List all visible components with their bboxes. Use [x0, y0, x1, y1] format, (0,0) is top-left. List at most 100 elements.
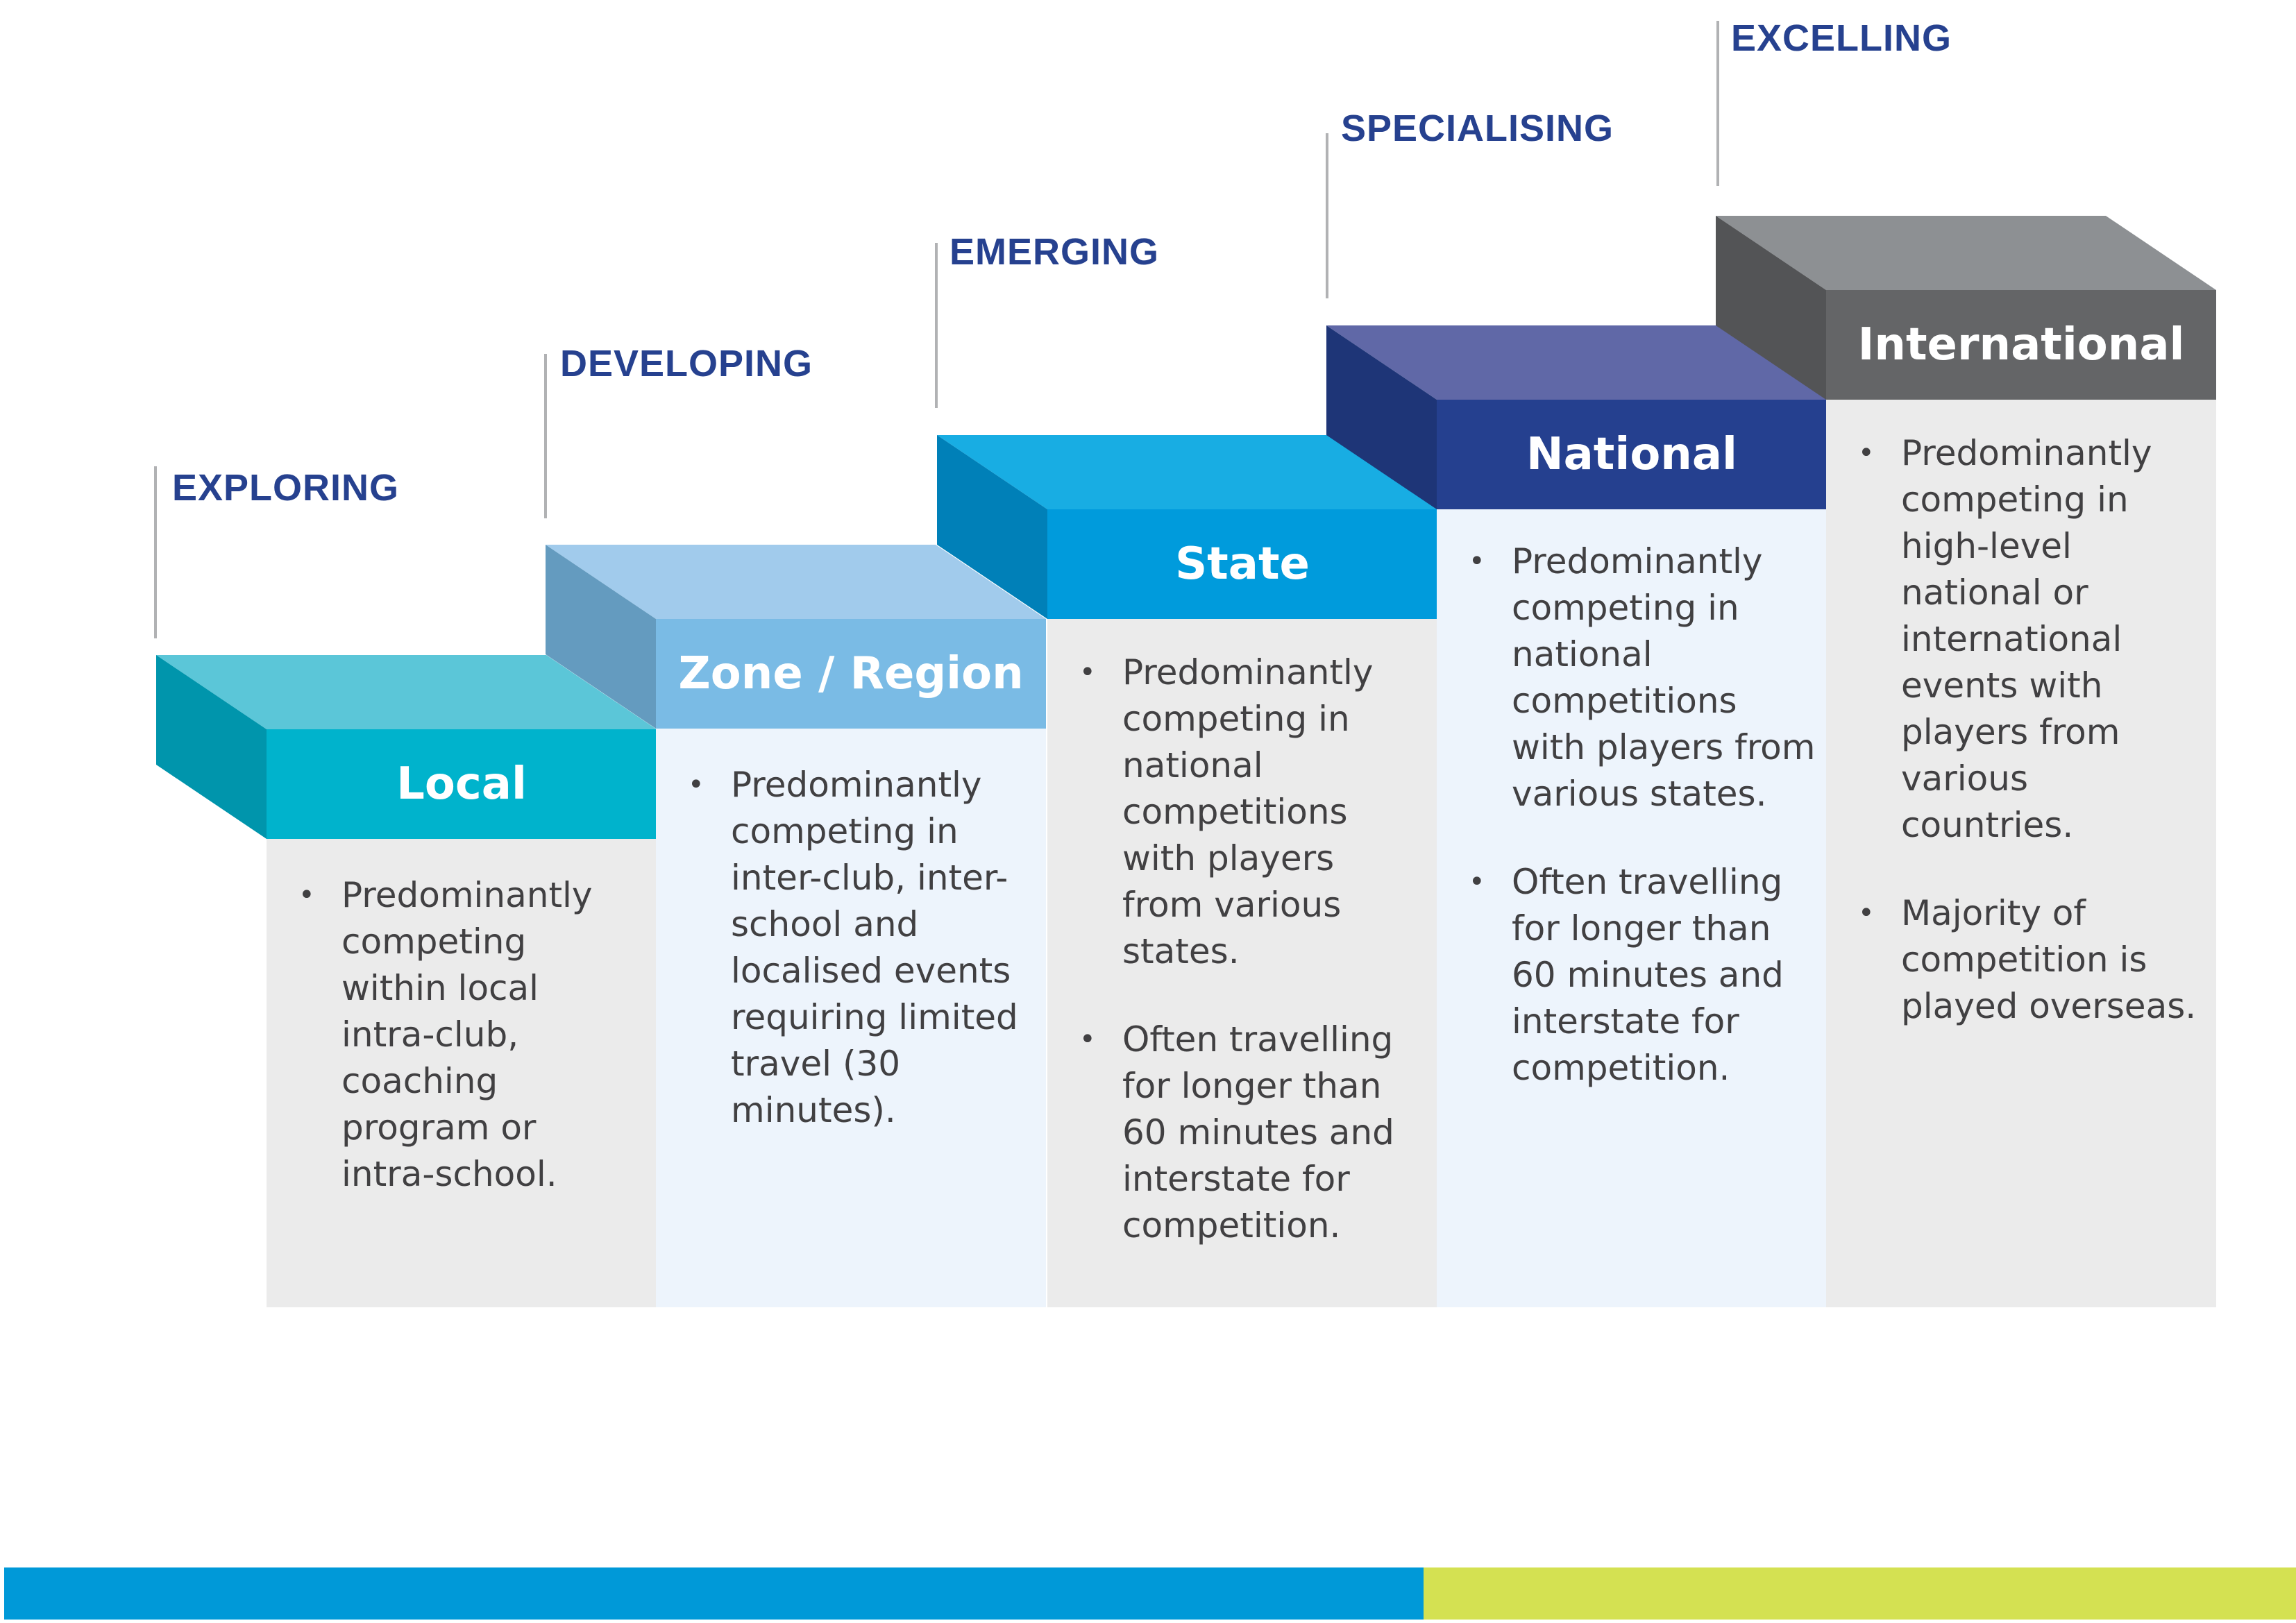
bullet-text-line: countries.: [1901, 805, 2074, 845]
bullet-text-line: with players: [1122, 838, 1335, 878]
level-description-local: • Predominantly competing within local intra…: [285, 872, 647, 1239]
bullet-text-line: competitions: [1122, 792, 1348, 832]
bullet-text-line: competition is: [1901, 940, 2147, 980]
level-description-state: • Predominantly competing in national compet…: [1065, 649, 1428, 1291]
bullet-text-line: Predominantly: [731, 765, 982, 805]
bullet-icon: •: [1469, 545, 1485, 577]
bullet-text-line: high-level: [1901, 526, 2072, 566]
block-top-zone-region: [546, 545, 1046, 619]
footer-bar-blue: [4, 1567, 1424, 1620]
stage-label-excelling: EXCELLING: [1731, 17, 1952, 59]
stage-divider-developing: [544, 354, 547, 518]
bullet-text-line: Predominantly: [1901, 433, 2152, 473]
block-front-state: [1047, 509, 1437, 619]
bullet-text-line: requiring limited: [731, 997, 1018, 1037]
block-side-local: [156, 655, 267, 839]
bullet-text-line: for longer than: [1122, 1066, 1382, 1106]
bullet-text-line: within local: [341, 968, 539, 1008]
bullet-text-line: competing in: [1901, 479, 2129, 520]
footer-bar-green: [1424, 1567, 2296, 1620]
level-title-international: International: [1857, 319, 2185, 371]
bullet-text-line: school and: [731, 904, 919, 944]
bullet-icon: •: [1079, 656, 1096, 688]
bullet-icon: •: [1079, 1023, 1096, 1055]
bullet-text-line: various: [1901, 758, 2029, 799]
bullet-text-line: localised events: [731, 951, 1011, 991]
bullet-text-line: competition.: [1122, 1205, 1341, 1246]
level-body-state: [1047, 619, 1437, 1307]
stage-divider-emerging: [935, 243, 938, 408]
block-front-international: [1826, 290, 2216, 400]
bullet-text-line: Often travelling: [1512, 862, 1783, 902]
bullet-item: • Predominantly competing in national compet…: [1065, 649, 1428, 975]
stage-divider-exploring: [154, 466, 157, 638]
level-title-local: Local: [396, 758, 527, 810]
bullet-text-line: 60 minutes and: [1512, 955, 1784, 995]
block-side-state: [937, 435, 1047, 619]
bullet-icon: •: [1858, 897, 1875, 929]
bullet-icon: •: [298, 879, 315, 911]
bullet-text-line: travel (30: [731, 1044, 901, 1084]
bullet-text-line: events with: [1901, 665, 2103, 706]
bullet-icon: •: [1858, 437, 1875, 469]
block-front-zone-region: [656, 619, 1046, 729]
bullet-text-line: various states.: [1512, 774, 1767, 814]
bullet-text-line: Predominantly: [341, 875, 593, 915]
bullet-text-line: from various: [1122, 885, 1342, 925]
bullet-text-line: played overseas.: [1901, 986, 2197, 1026]
bullet-text-line: competing in: [731, 811, 959, 851]
block-side-national: [1326, 325, 1437, 509]
bullet-text-line: international: [1901, 619, 2122, 659]
level-title-state: State: [1175, 538, 1310, 590]
block-side-international: [1716, 216, 1826, 400]
stage-label-exploring: EXPLORING: [172, 467, 400, 509]
stage-label-specialising: SPECIALISING: [1341, 108, 1614, 149]
bullet-text-line: Predominantly: [1512, 541, 1763, 581]
block-front-national: [1437, 400, 1827, 509]
bullet-text-line: Often travelling: [1122, 1019, 1394, 1060]
bullet-text-line: inter-club, inter-: [731, 858, 1008, 898]
bullet-icon: •: [688, 769, 704, 801]
level-title-zone-region: Zone / Region: [678, 648, 1024, 699]
level-body-local: [267, 839, 657, 1307]
bullet-text-line: national or: [1901, 572, 2088, 613]
stage-label-developing: DEVELOPING: [560, 343, 813, 384]
bullet-text-line: players from: [1901, 712, 2120, 752]
bullet-text-line: intra-school.: [341, 1154, 557, 1194]
block-side-zone-region: [546, 545, 656, 729]
bullet-text-line: competitions: [1512, 681, 1737, 721]
stage-divider-specialising: [1326, 133, 1328, 298]
bullet-text-line: competing: [341, 921, 527, 962]
bullet-text-line: interstate for: [1512, 1001, 1739, 1042]
bullet-item: • Predominantly competing in high-level nati…: [1844, 430, 2206, 849]
bullet-text-line: competing in: [1122, 699, 1350, 739]
bullet-text-line: coaching: [341, 1061, 498, 1101]
bullet-item: • Often travelling for longer than 60 minut…: [1455, 859, 1817, 1091]
block-top-national: [1326, 325, 1827, 400]
bullet-text-line: competition.: [1512, 1048, 1730, 1088]
stage-divider-excelling: [1716, 21, 1719, 186]
bullet-text-line: with players from: [1512, 727, 1816, 767]
level-description-international: • Predominantly competing in high-level nati…: [1844, 430, 2206, 1071]
bullet-item: • Predominantly competing within local intra…: [285, 872, 647, 1198]
bullet-text-line: minutes).: [731, 1090, 896, 1130]
stage-label-emerging: EMERGING: [949, 231, 1160, 273]
bullet-text-line: for longer than: [1512, 908, 1771, 949]
bullet-text-line: program or: [341, 1107, 537, 1148]
level-body-international: [1826, 400, 2216, 1307]
bullet-text-line: intra-club,: [341, 1014, 519, 1055]
level-body-national: [1437, 509, 1827, 1307]
bullet-text-line: national: [1512, 634, 1653, 674]
bullet-text-line: Predominantly: [1122, 652, 1374, 692]
bullet-text-line: 60 minutes and: [1122, 1112, 1394, 1153]
bullet-icon: •: [1469, 866, 1485, 898]
bullet-item: • Predominantly competing in inter-club, in…: [674, 762, 1036, 1134]
level-body-zone-region: [656, 729, 1046, 1307]
level-title-national: National: [1526, 429, 1737, 480]
block-top-local: [156, 655, 657, 729]
bullet-text-line: national: [1122, 745, 1263, 785]
